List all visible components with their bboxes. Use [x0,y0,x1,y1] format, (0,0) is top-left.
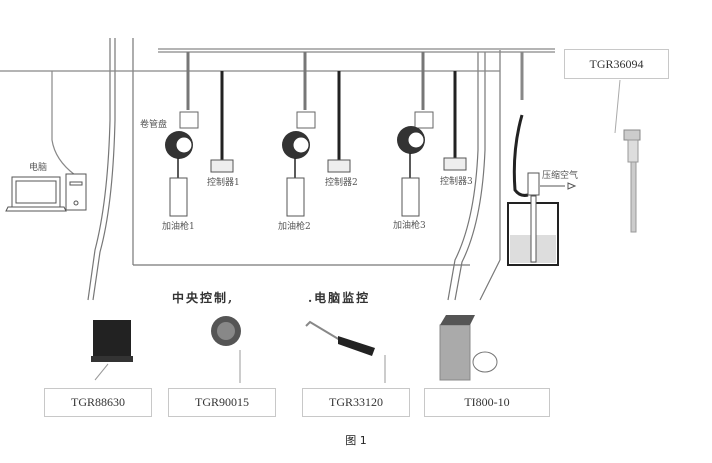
computer-icon [5,173,87,212]
computer-label: 电脑 [29,161,47,173]
pump-product-image [614,79,641,233]
controller-icon [327,159,351,173]
station-1 [165,52,234,217]
product-label-oil-gun: TGR33120 [302,388,410,417]
bracket-product-image [91,320,133,381]
compressed-air-label: 压缩空气 [542,169,578,181]
fuel-gun-holder [169,177,188,217]
gun-2-label: 加油枪2 [278,220,311,232]
gun-1-label: 加油枪1 [162,220,195,232]
controller-2-label: 控制器2 [325,176,358,188]
building-walls [87,38,501,301]
controller-1-label: 控制器1 [207,176,240,188]
gun-3-label: 加油枪3 [393,219,426,231]
oil-gun-product-image [305,320,386,383]
control-cabinet-product-image [439,315,498,381]
product-label-pump: TGR36094 [564,49,669,79]
oil-tank [507,52,577,266]
product-label-hose-reel: TGR90015 [168,388,276,417]
fuel-gun-holder [401,177,420,217]
air-inlet-arrow-icon [567,182,577,190]
figure-caption: 图 1 [345,434,367,447]
oil-pipes [0,48,555,176]
pc-monitor-heading: .电脑监控 [308,291,371,305]
product-label-control-cabinet: TI800-10 [424,388,550,417]
station-2 [282,52,351,217]
hose-reel-product-image [211,316,241,383]
controller-3-label: 控制器3 [440,175,473,187]
fuel-gun-holder [286,177,305,217]
controller-icon [210,159,234,173]
product-label-bracket: TGR88630 [44,388,152,417]
controller-icon [443,157,467,171]
central-control-heading: 中央控制, [172,291,235,305]
hose-reel-label: 卷管盘 [140,118,167,130]
station-3 [397,52,467,217]
